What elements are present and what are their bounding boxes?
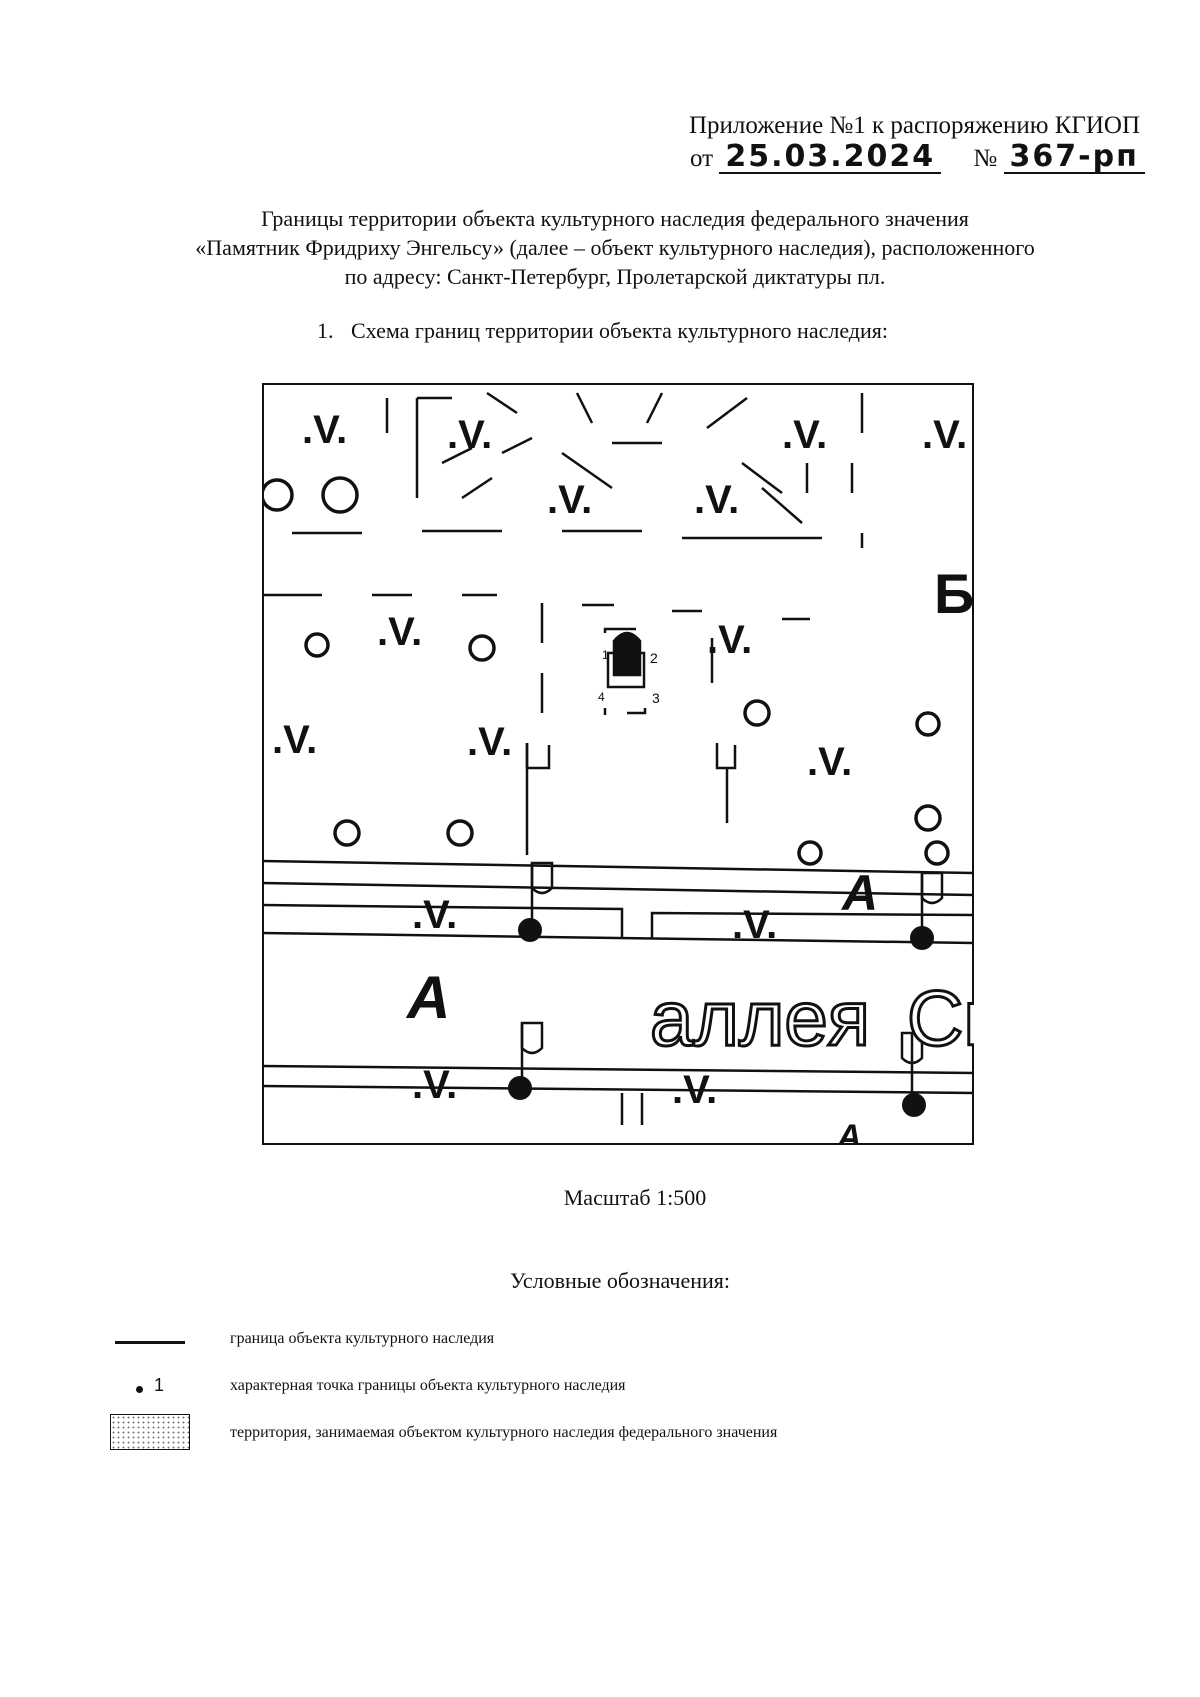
boundary-point-number: 1	[154, 1375, 165, 1395]
svg-text:.V.: .V.	[807, 740, 852, 784]
svg-text:.V.: .V.	[707, 618, 752, 662]
boundary-point-swatch	[136, 1386, 143, 1393]
number-label: №	[973, 145, 998, 172]
svg-text:.V.: .V.	[732, 903, 777, 947]
street-label: аллея	[650, 974, 870, 1062]
point-label-4: 4	[598, 690, 605, 704]
svg-text:.V.: .V.	[412, 893, 457, 937]
grass-symbols: .V. .V. .V. .V. .V. .V. .V. .V. .V. .V. .V. .…	[272, 408, 967, 1112]
order-date-number: от 25.03.2024 № 367-рп	[690, 142, 1145, 174]
map-letter-a-1: А	[405, 964, 450, 1031]
svg-text:.V.: .V.	[302, 408, 347, 452]
map-frame	[262, 383, 974, 1145]
boundary-map: 2 3 4 1 .V. .V. .V. .V. .V. .V. .V. .V. .V..…	[260, 383, 1007, 1156]
svg-text:.V.: .V.	[694, 478, 739, 522]
boundary-line-swatch	[115, 1341, 185, 1344]
title-line-3: по адресу: Санкт-Петербург, Пролетарской…	[344, 264, 886, 289]
from-label: от	[690, 145, 714, 172]
svg-text:.V.: .V.	[272, 718, 317, 762]
legend-text-point: характерная точка границы объекта культу…	[230, 1377, 626, 1394]
title-line-2: «Памятник Фридриху Энгельсу» (далее – об…	[195, 235, 1035, 260]
legend-title: Условные обозначения:	[509, 1268, 731, 1293]
tree-symbols	[260, 476, 950, 866]
order-date: 25.03.2024	[719, 142, 942, 174]
svg-text:.V.: .V.	[922, 413, 967, 457]
document-title: Границы территории объекта культурного н…	[100, 204, 1130, 291]
dashed-paths	[262, 391, 864, 713]
appendix-reference: Приложение №1 к распоряжению КГИОП	[688, 112, 1140, 139]
point-label-2: 2	[650, 650, 658, 666]
svg-text:.V.: .V.	[672, 1068, 717, 1112]
monument: 2 3 4 1	[598, 627, 660, 715]
map-letter-a-2: А	[840, 865, 878, 921]
svg-text:.V.: .V.	[782, 413, 827, 457]
map-letter-b: Б	[934, 562, 974, 625]
section-number: 1.	[317, 318, 334, 343]
svg-text:.V.: .V.	[412, 1063, 457, 1107]
svg-text:.V.: .V.	[467, 720, 512, 764]
street-label-cut: Сп	[907, 974, 974, 1062]
section-heading: 1. Схема границ территории объекта культ…	[317, 318, 888, 344]
map-letter-a-3: А	[836, 1118, 862, 1145]
territory-swatch	[110, 1414, 190, 1450]
order-number: 367-рп	[1003, 142, 1145, 174]
svg-text:.V.: .V.	[447, 413, 492, 457]
map-drawing: 2 3 4 1 .V. .V. .V. .V. .V. .V. .V. .V. .V..…	[260, 383, 1007, 1156]
title-line-1: Границы территории объекта культурного н…	[261, 206, 969, 231]
legend-text-territory: территория, занимаемая объектом культурн…	[230, 1424, 778, 1441]
road-lines	[261, 859, 975, 1125]
svg-text:.V.: .V.	[377, 610, 422, 654]
svg-text:.V.: .V.	[547, 478, 592, 522]
point-label-3: 3	[652, 690, 660, 706]
section-heading-text: Схема границ территории объекта культурн…	[351, 318, 889, 343]
legend-text-boundary: граница объекта культурного наследия	[230, 1330, 495, 1347]
point-label-1: 1	[602, 648, 609, 662]
map-scale: Масштаб 1:500	[563, 1185, 707, 1210]
boundary-points	[508, 918, 934, 1117]
